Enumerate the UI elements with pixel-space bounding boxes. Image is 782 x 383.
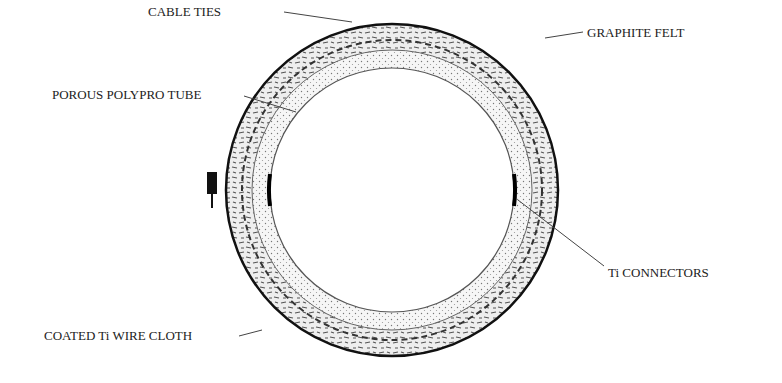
wire-cloth-ring xyxy=(242,40,542,340)
part-label: CABLE TIES xyxy=(148,5,221,18)
polypro-tube-ring xyxy=(252,50,532,330)
part-label: GRAPHITE FELT xyxy=(587,26,684,39)
tube-bore xyxy=(270,68,514,312)
cable-ties-ring xyxy=(226,24,558,356)
leader-line xyxy=(284,12,352,22)
ti-connector-right xyxy=(514,174,515,206)
leader-line xyxy=(244,96,296,112)
cable-tie-tail xyxy=(211,194,213,208)
part-label: COATED Ti WIRE CLOTH xyxy=(44,329,192,342)
leader-line xyxy=(239,330,262,336)
ti-connector-left xyxy=(269,174,270,206)
leader-lines xyxy=(239,12,604,336)
part-label: POROUS POLYPRO TUBE xyxy=(52,88,201,101)
leader-line xyxy=(545,32,583,38)
cable-tie-clamp xyxy=(207,172,217,194)
part-label: Ti CONNECTORS xyxy=(608,266,709,279)
leader-line xyxy=(518,200,604,266)
